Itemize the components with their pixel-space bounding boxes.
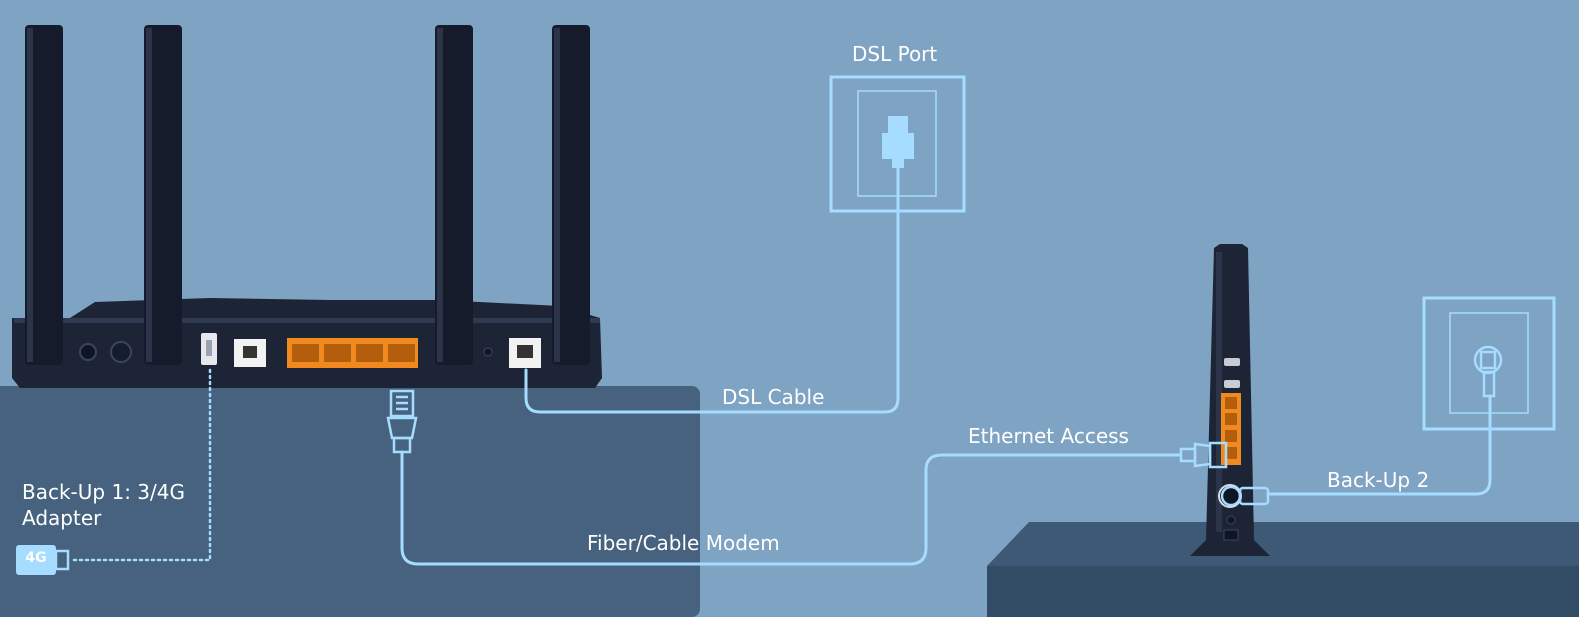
label-fiber-cable-modem: Fiber/Cable Modem [587, 531, 780, 555]
right-table-front [987, 566, 1579, 617]
right-table-top [987, 522, 1579, 566]
dsl-cable-line [524, 163, 900, 414]
4g-adapter-icon [16, 545, 70, 575]
ethernet-plug-modem-icon [1179, 441, 1228, 469]
label-backup-2: Back-Up 2 [1327, 468, 1430, 492]
router-antennas [25, 25, 590, 365]
ethernet-plug-router-icon [386, 389, 418, 454]
power-plug-icon [1473, 345, 1503, 398]
label-dsl-port: DSL Port [852, 42, 938, 66]
adapter-badge: 4G [25, 550, 47, 566]
router [12, 298, 602, 388]
label-ethernet-access: Ethernet Access [968, 424, 1129, 448]
backup-1-dotted-line [68, 368, 212, 562]
dsl-plug-icon [882, 116, 914, 168]
barrel-plug-icon [1220, 485, 1270, 507]
label-backup-1: Back-Up 1: 3/4G Adapter [22, 480, 185, 530]
ethernet-cable-line [400, 450, 1182, 566]
lan-ports [287, 338, 418, 368]
label-dsl-cable: DSL Cable [722, 385, 825, 409]
modem [1190, 244, 1270, 556]
backup-2-cable-line [1266, 394, 1492, 496]
